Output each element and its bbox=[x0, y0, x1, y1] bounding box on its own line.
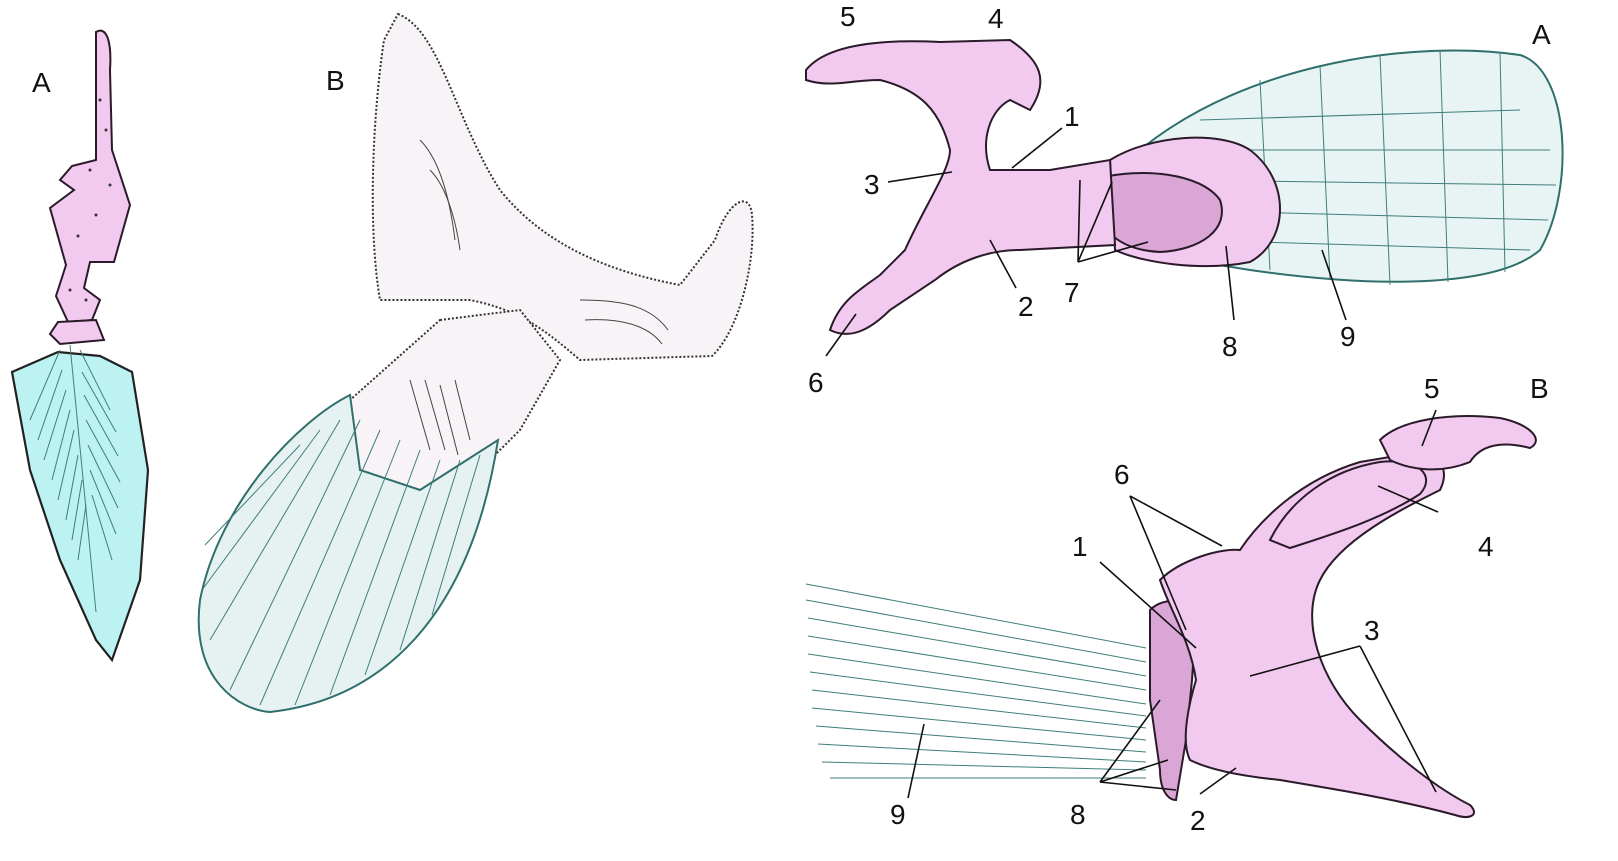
right-b-label-8: 8 bbox=[1070, 799, 1086, 830]
right-a-label-7: 7 bbox=[1064, 277, 1080, 308]
left-b-scapula bbox=[373, 14, 753, 360]
right-b-label-4: 4 bbox=[1478, 531, 1494, 562]
right-panel-a-drawing: 5 4 1 3 2 7 8 9 6 A bbox=[806, 1, 1563, 398]
right-b-label-6: 6 bbox=[1114, 459, 1130, 490]
left-panel-b-label: B bbox=[326, 65, 345, 96]
right-b-label-2: 2 bbox=[1190, 805, 1206, 836]
right-a-label-6: 6 bbox=[808, 367, 824, 398]
right-panel-b-label: B bbox=[1530, 373, 1549, 404]
right-b-label-9: 9 bbox=[890, 799, 906, 830]
right-b-distal-element bbox=[1380, 416, 1536, 469]
right-panel-a-label: A bbox=[1532, 19, 1551, 50]
right-a-metapterygium bbox=[1100, 173, 1222, 252]
left-b-fin-base bbox=[350, 310, 560, 490]
right-panel-b-drawing: 5 4 6 1 3 8 9 2 B bbox=[806, 373, 1549, 836]
left-panel-a-drawing: A bbox=[12, 31, 148, 660]
left-a-axis bbox=[50, 31, 130, 322]
left-panel-a-label: A bbox=[32, 67, 51, 98]
right-b-label-3: 3 bbox=[1364, 615, 1380, 646]
right-a-label-4: 4 bbox=[988, 3, 1004, 34]
right-a-label-8: 8 bbox=[1222, 331, 1238, 362]
right-b-label-1: 1 bbox=[1072, 531, 1088, 562]
left-a-fin-membrane bbox=[12, 352, 148, 660]
right-a-label-3: 3 bbox=[864, 169, 880, 200]
right-a-label-2: 2 bbox=[1018, 291, 1034, 322]
left-a-radials-base bbox=[50, 320, 104, 344]
right-a-label-5: 5 bbox=[840, 1, 856, 32]
left-panel-b-drawing: B bbox=[199, 14, 753, 712]
right-b-fin-rays bbox=[806, 584, 1146, 778]
right-a-label-9: 9 bbox=[1340, 321, 1356, 352]
right-b-label-5: 5 bbox=[1424, 373, 1440, 404]
right-a-label-1: 1 bbox=[1064, 101, 1080, 132]
